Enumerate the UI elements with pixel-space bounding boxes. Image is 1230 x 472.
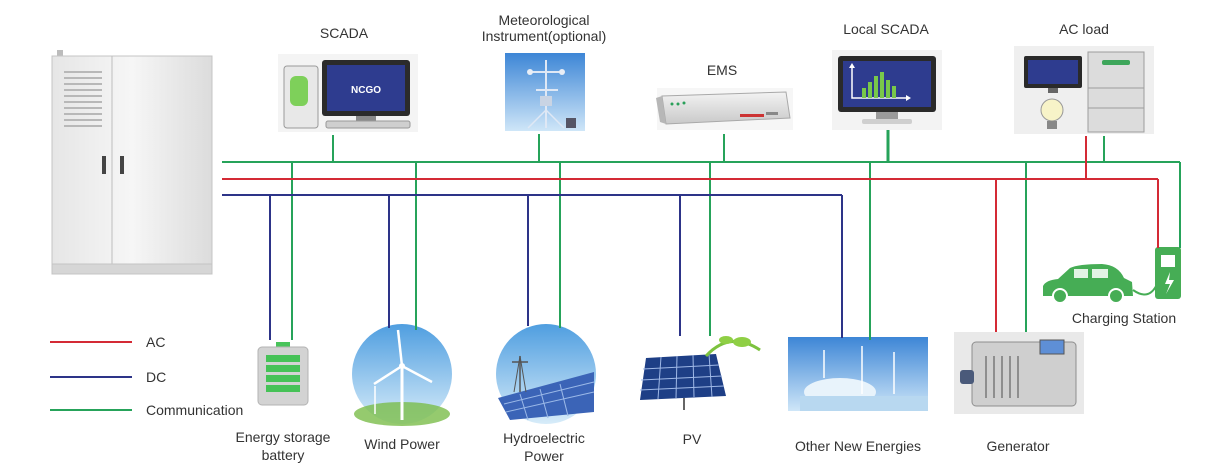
scada-label: SCADA: [320, 25, 369, 41]
communication-bus: [222, 130, 1181, 340]
energy-storage-label-line2: battery: [262, 447, 305, 463]
scada-screen-text: NCGO: [351, 85, 381, 96]
hydroelectric-label-line1: Hydroelectric: [503, 430, 585, 446]
generator-illustration: [954, 332, 1084, 414]
dc-bus: [222, 194, 843, 340]
wind-power-illustration: [352, 324, 452, 426]
local-scada-label: Local SCADA: [843, 21, 929, 37]
meteorological-label-line2: Instrument(optional): [482, 28, 607, 44]
hydroelectric-power-illustration: [496, 324, 596, 424]
scada-computer-illustration: NCGO: [278, 54, 418, 132]
other-new-energies-label: Other New Energies: [795, 438, 921, 454]
ac-bus: [222, 136, 1159, 332]
energy-storage-label-line1: Energy storage: [236, 429, 331, 445]
pv-panel-illustration: [622, 334, 772, 412]
legend: AC DC Communication: [50, 334, 243, 418]
hydroelectric-label-line2: Power: [524, 448, 564, 464]
generator-label: Generator: [986, 438, 1049, 454]
labels: SCADA Meteorological Instrument(optional…: [236, 12, 1177, 464]
ems-device-illustration: [656, 88, 793, 130]
ac-load-illustration: [1014, 46, 1154, 134]
legend-ac-label: AC: [146, 334, 165, 350]
charging-station-illustration: [1043, 247, 1181, 304]
energy-storage-battery-illustration: [257, 342, 309, 406]
local-scada-monitor-illustration: [832, 50, 942, 130]
ac-load-label: AC load: [1059, 21, 1109, 37]
cabinet-illustration: [51, 50, 213, 275]
legend-dc-label: DC: [146, 369, 166, 385]
charging-station-label: Charging Station: [1072, 310, 1176, 326]
ems-label: EMS: [707, 62, 737, 78]
legend-communication-label: Communication: [146, 402, 243, 418]
wind-power-label: Wind Power: [364, 436, 440, 452]
pv-label: PV: [683, 431, 702, 447]
meteorological-label-line1: Meteorological: [498, 12, 589, 28]
meteorological-instrument-illustration: [505, 53, 585, 131]
other-new-energies-illustration: [788, 337, 928, 411]
